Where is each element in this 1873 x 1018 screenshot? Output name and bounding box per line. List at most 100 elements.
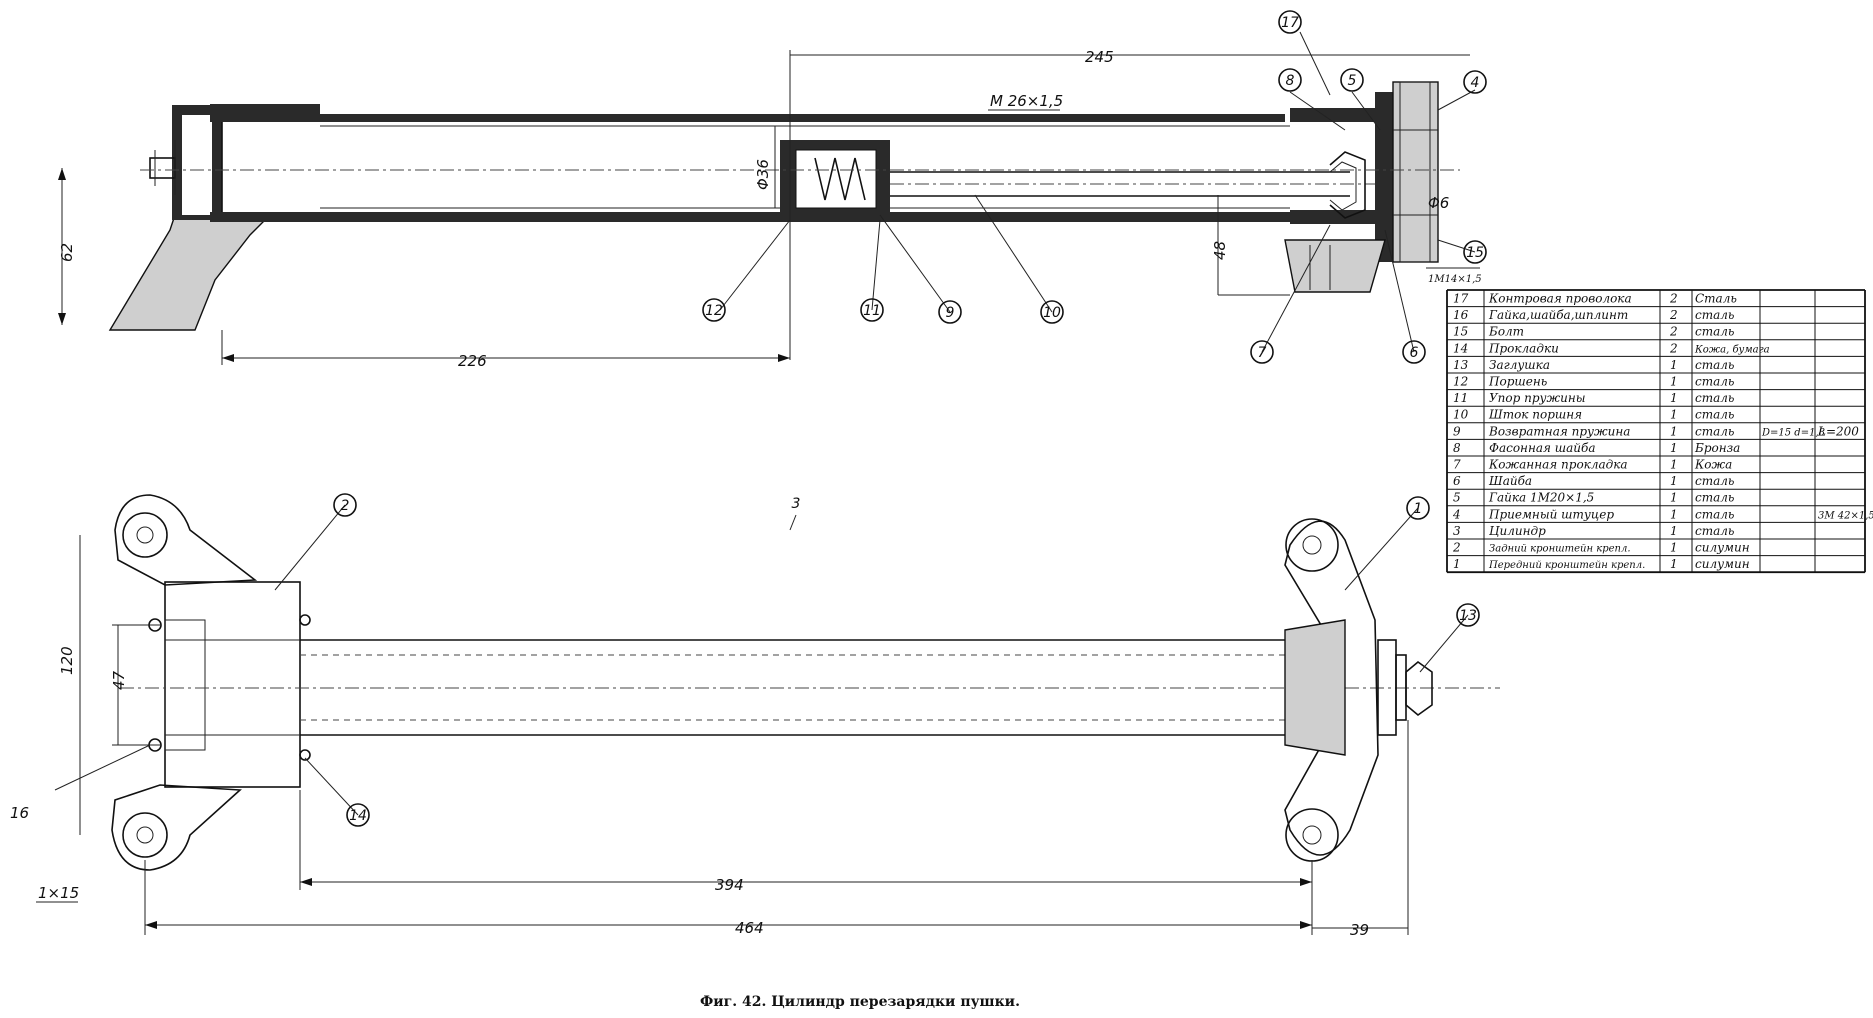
balloon-2: 2 <box>341 498 350 514</box>
table-cell-material: сталь <box>1695 491 1734 505</box>
table-cell-material: силумин <box>1695 541 1750 555</box>
table-cell-qty: 2 <box>1669 292 1678 306</box>
table-cell-name: Поршень <box>1488 375 1547 389</box>
balloon-3: 3 <box>792 496 801 512</box>
table-cell-material: сталь <box>1695 474 1734 488</box>
table-cell-no: 7 <box>1453 458 1461 472</box>
balloon-8: 8 <box>1286 73 1295 89</box>
balloon-5: 5 <box>1348 73 1357 89</box>
dim-245: 245 <box>1085 48 1114 66</box>
table-cell-material: сталь <box>1695 358 1734 372</box>
balloon-11: 11 <box>863 303 881 319</box>
table-cell-no: 9 <box>1453 424 1461 438</box>
balloons: 12 11 9 10 7 6 15 8 5 4 17 2 <box>274 10 1487 827</box>
table-cell-name: Упор пружины <box>1489 391 1586 405</box>
table-cell-qty: 2 <box>1669 325 1678 339</box>
balloon-14: 15 <box>1466 245 1484 261</box>
balloon-12: 12 <box>705 303 723 319</box>
thread-m14: 1M14×1,5 <box>1428 274 1482 285</box>
dim-120: 120 <box>58 646 76 675</box>
plan-view <box>111 494 1500 871</box>
table-cell-material: сталь <box>1695 524 1734 538</box>
dim-16: 16 <box>10 804 29 822</box>
table-cell-note1: D=15 d=1,8 <box>1761 427 1825 438</box>
table-cell-qty: 1 <box>1670 375 1678 389</box>
dim-d36: Φ36 <box>754 159 772 190</box>
dim-47: 47 <box>110 670 128 690</box>
table-cell-material: Сталь <box>1695 292 1737 306</box>
table-cell-material: сталь <box>1695 391 1734 405</box>
table-cell-no: 4 <box>1452 507 1461 521</box>
balloon-9: 9 <box>946 305 955 321</box>
table-cell-name: Гайка,шайба,шплинт <box>1488 308 1628 322</box>
table-cell-material: силумин <box>1695 557 1750 571</box>
dim-48: 48 <box>1211 241 1229 260</box>
balloon-13: 13 <box>1459 608 1477 624</box>
table-cell-no: 1 <box>1453 557 1461 571</box>
table-cell-qty: 1 <box>1670 391 1678 405</box>
table-cell-no: 11 <box>1453 391 1468 405</box>
table-cell-material: Кожа <box>1694 458 1732 472</box>
table-cell-material: сталь <box>1695 325 1734 339</box>
dim-394: 394 <box>715 876 744 894</box>
table-cell-no: 17 <box>1453 292 1469 306</box>
table-cell-no: 8 <box>1453 441 1461 455</box>
table-cell-name: Заглушка <box>1489 358 1550 372</box>
table-cell-name: Передний кронштейн крепл. <box>1488 560 1645 571</box>
thread-label: M 26×1,5 <box>990 92 1063 110</box>
table-cell-note2: L=200 <box>1817 424 1859 438</box>
table-cell-name: Шток поршня <box>1488 408 1582 422</box>
figure-caption: Фиг. 42. Цилиндр перезарядки пушки. <box>700 994 1020 1010</box>
table-cell-qty: 1 <box>1670 491 1678 505</box>
balloon-1: 1 <box>1414 501 1423 517</box>
table-cell-no: 15 <box>1453 325 1468 339</box>
table-cell-qty: 1 <box>1670 458 1678 472</box>
bottom-dimensions: 120 47 394 464 39 16 1×15 <box>10 535 1409 939</box>
table-cell-qty: 1 <box>1670 524 1678 538</box>
table-cell-name: Кожанная прокладка <box>1488 458 1628 472</box>
table-cell-material: сталь <box>1695 375 1734 389</box>
balloon-6: 6 <box>1410 345 1419 361</box>
table-cell-no: 13 <box>1453 358 1469 372</box>
table-cell-no: 3 <box>1453 524 1461 538</box>
table-cell-qty: 2 <box>1669 341 1678 355</box>
table-cell-qty: 1 <box>1670 408 1678 422</box>
table-cell-no: 10 <box>1453 408 1469 422</box>
table-cell-qty: 1 <box>1670 358 1678 372</box>
table-cell-name: Возвратная пружина <box>1488 424 1630 438</box>
table-cell-no: 6 <box>1453 474 1461 488</box>
table-cell-no: 14 <box>1453 341 1468 355</box>
table-cell-name: Приемный штуцер <box>1488 507 1614 521</box>
balloon-10: 10 <box>1043 305 1061 321</box>
table-cell-material: сталь <box>1695 507 1734 521</box>
table-cell-name: Гайка 1M20×1,5 <box>1488 491 1594 505</box>
dim-226: 226 <box>458 352 487 370</box>
thread-label-3: 1×15 <box>38 884 79 902</box>
table-cell-name: Задний кронштейн крепл. <box>1489 544 1631 555</box>
table-cell-qty: 1 <box>1670 474 1678 488</box>
table-cell-material: сталь <box>1695 424 1734 438</box>
table-cell-no: 5 <box>1453 491 1461 505</box>
table-cell-material: сталь <box>1695 308 1734 322</box>
dim-464: 464 <box>735 919 764 937</box>
top-dimensions: 245 M 26×1,5 Φ36 62 48 226 Φ6 1M14×1,5 <box>58 48 1482 370</box>
table-cell-name: Фасонная шайба <box>1489 441 1596 455</box>
table-cell-qty: 1 <box>1670 441 1678 455</box>
balloon-15: 14 <box>349 808 367 824</box>
dim-39: 39 <box>1350 921 1369 939</box>
table-cell-material: Кожа, бумага <box>1694 344 1770 355</box>
table-cell-qty: 1 <box>1670 507 1678 521</box>
dim-d6: Φ6 <box>1428 194 1449 212</box>
table-cell-qty: 1 <box>1670 541 1678 555</box>
table-cell-qty: 2 <box>1669 308 1678 322</box>
table-cell-no: 2 <box>1452 541 1461 555</box>
balloon-7: 7 <box>1258 345 1267 361</box>
balloon-4: 4 <box>1471 75 1480 91</box>
table-cell-material: сталь <box>1695 408 1734 422</box>
table-cell-name: Шайба <box>1488 474 1532 488</box>
table-cell-name: Болт <box>1488 325 1524 339</box>
table-cell-qty: 1 <box>1670 557 1678 571</box>
balloon-17: 17 <box>1281 15 1299 31</box>
